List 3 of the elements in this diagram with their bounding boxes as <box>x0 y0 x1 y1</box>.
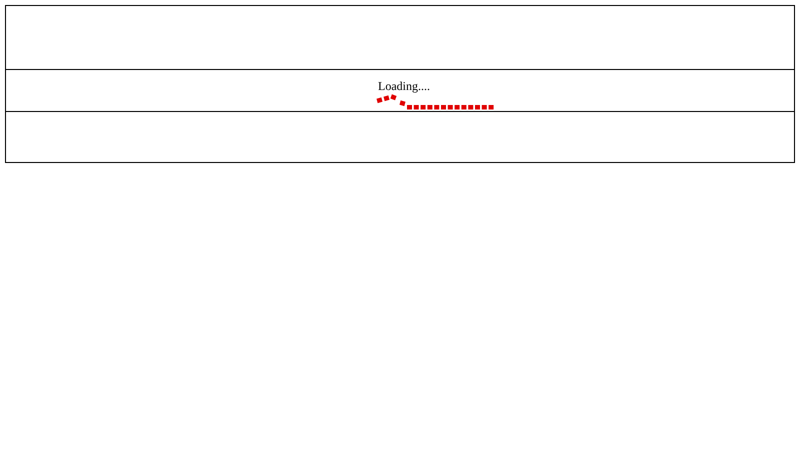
frame-box <box>5 5 795 163</box>
loading-band <box>5 69 795 112</box>
loading-text: Loading.... <box>378 79 430 93</box>
